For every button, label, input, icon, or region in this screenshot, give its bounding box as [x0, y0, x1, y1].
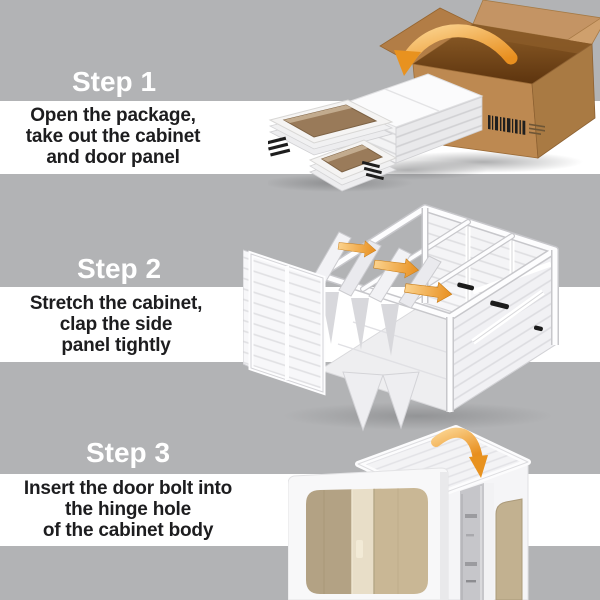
right-door-insert: [495, 498, 523, 600]
hinge-hole: [465, 514, 477, 518]
door-bolt-handles: [457, 282, 543, 332]
barcode: [488, 115, 545, 135]
door-panel-stack-large: [268, 99, 394, 157]
fold-leg: [382, 371, 420, 430]
fold-leg: [342, 371, 384, 432]
step-3-illustration: [288, 414, 600, 600]
step-1-description: Open the package, take out the cabinet a…: [3, 105, 223, 168]
step-2-title: Step 2: [76, 253, 162, 284]
package-unboxing-graphic: [268, 0, 600, 192]
step-3-line-2: the hinge hole: [65, 499, 191, 520]
cabinet-shadow: [283, 402, 553, 430]
cabinet-stretch-graphic: [243, 204, 559, 432]
step-3-description: Insert the door bolt into the hinge hole…: [8, 478, 248, 541]
step-1-line-1: Open the package,: [30, 105, 196, 126]
door-insert-graphic: [288, 425, 531, 600]
insert-arrow-icon: [431, 427, 488, 478]
step-3-title: Step 3: [85, 437, 171, 468]
step-1-line-3: and door panel: [46, 147, 180, 168]
step-3-line-1: Insert the door bolt into: [23, 478, 233, 499]
step-2-line-3: panel tightly: [61, 335, 171, 356]
step-1-title: Step 1: [71, 66, 157, 97]
hinge-clips: [361, 160, 384, 181]
door-handle-notch: [356, 540, 363, 558]
step-2-line-1: Stretch the cabinet,: [29, 293, 203, 314]
unpack-arrow-icon: [394, 24, 518, 76]
door-inserts: [306, 488, 428, 594]
step-2-line-2: clap the side: [59, 314, 173, 335]
step-2-illustration: [243, 192, 563, 432]
front-door-panel: [288, 467, 449, 600]
hinge-hole: [465, 562, 477, 566]
hinge-column: [460, 483, 484, 600]
step-2-description: Stretch the cabinet, clap the side panel…: [6, 293, 226, 356]
step-3-line-3: of the cabinet body: [42, 520, 214, 541]
step-1-line-2: take out the cabinet: [25, 126, 201, 147]
step-1-illustration: [268, 0, 600, 196]
hinge-clips: [268, 136, 291, 157]
door-panel-stack-small: [308, 139, 398, 192]
accordion-panels: [243, 231, 442, 432]
